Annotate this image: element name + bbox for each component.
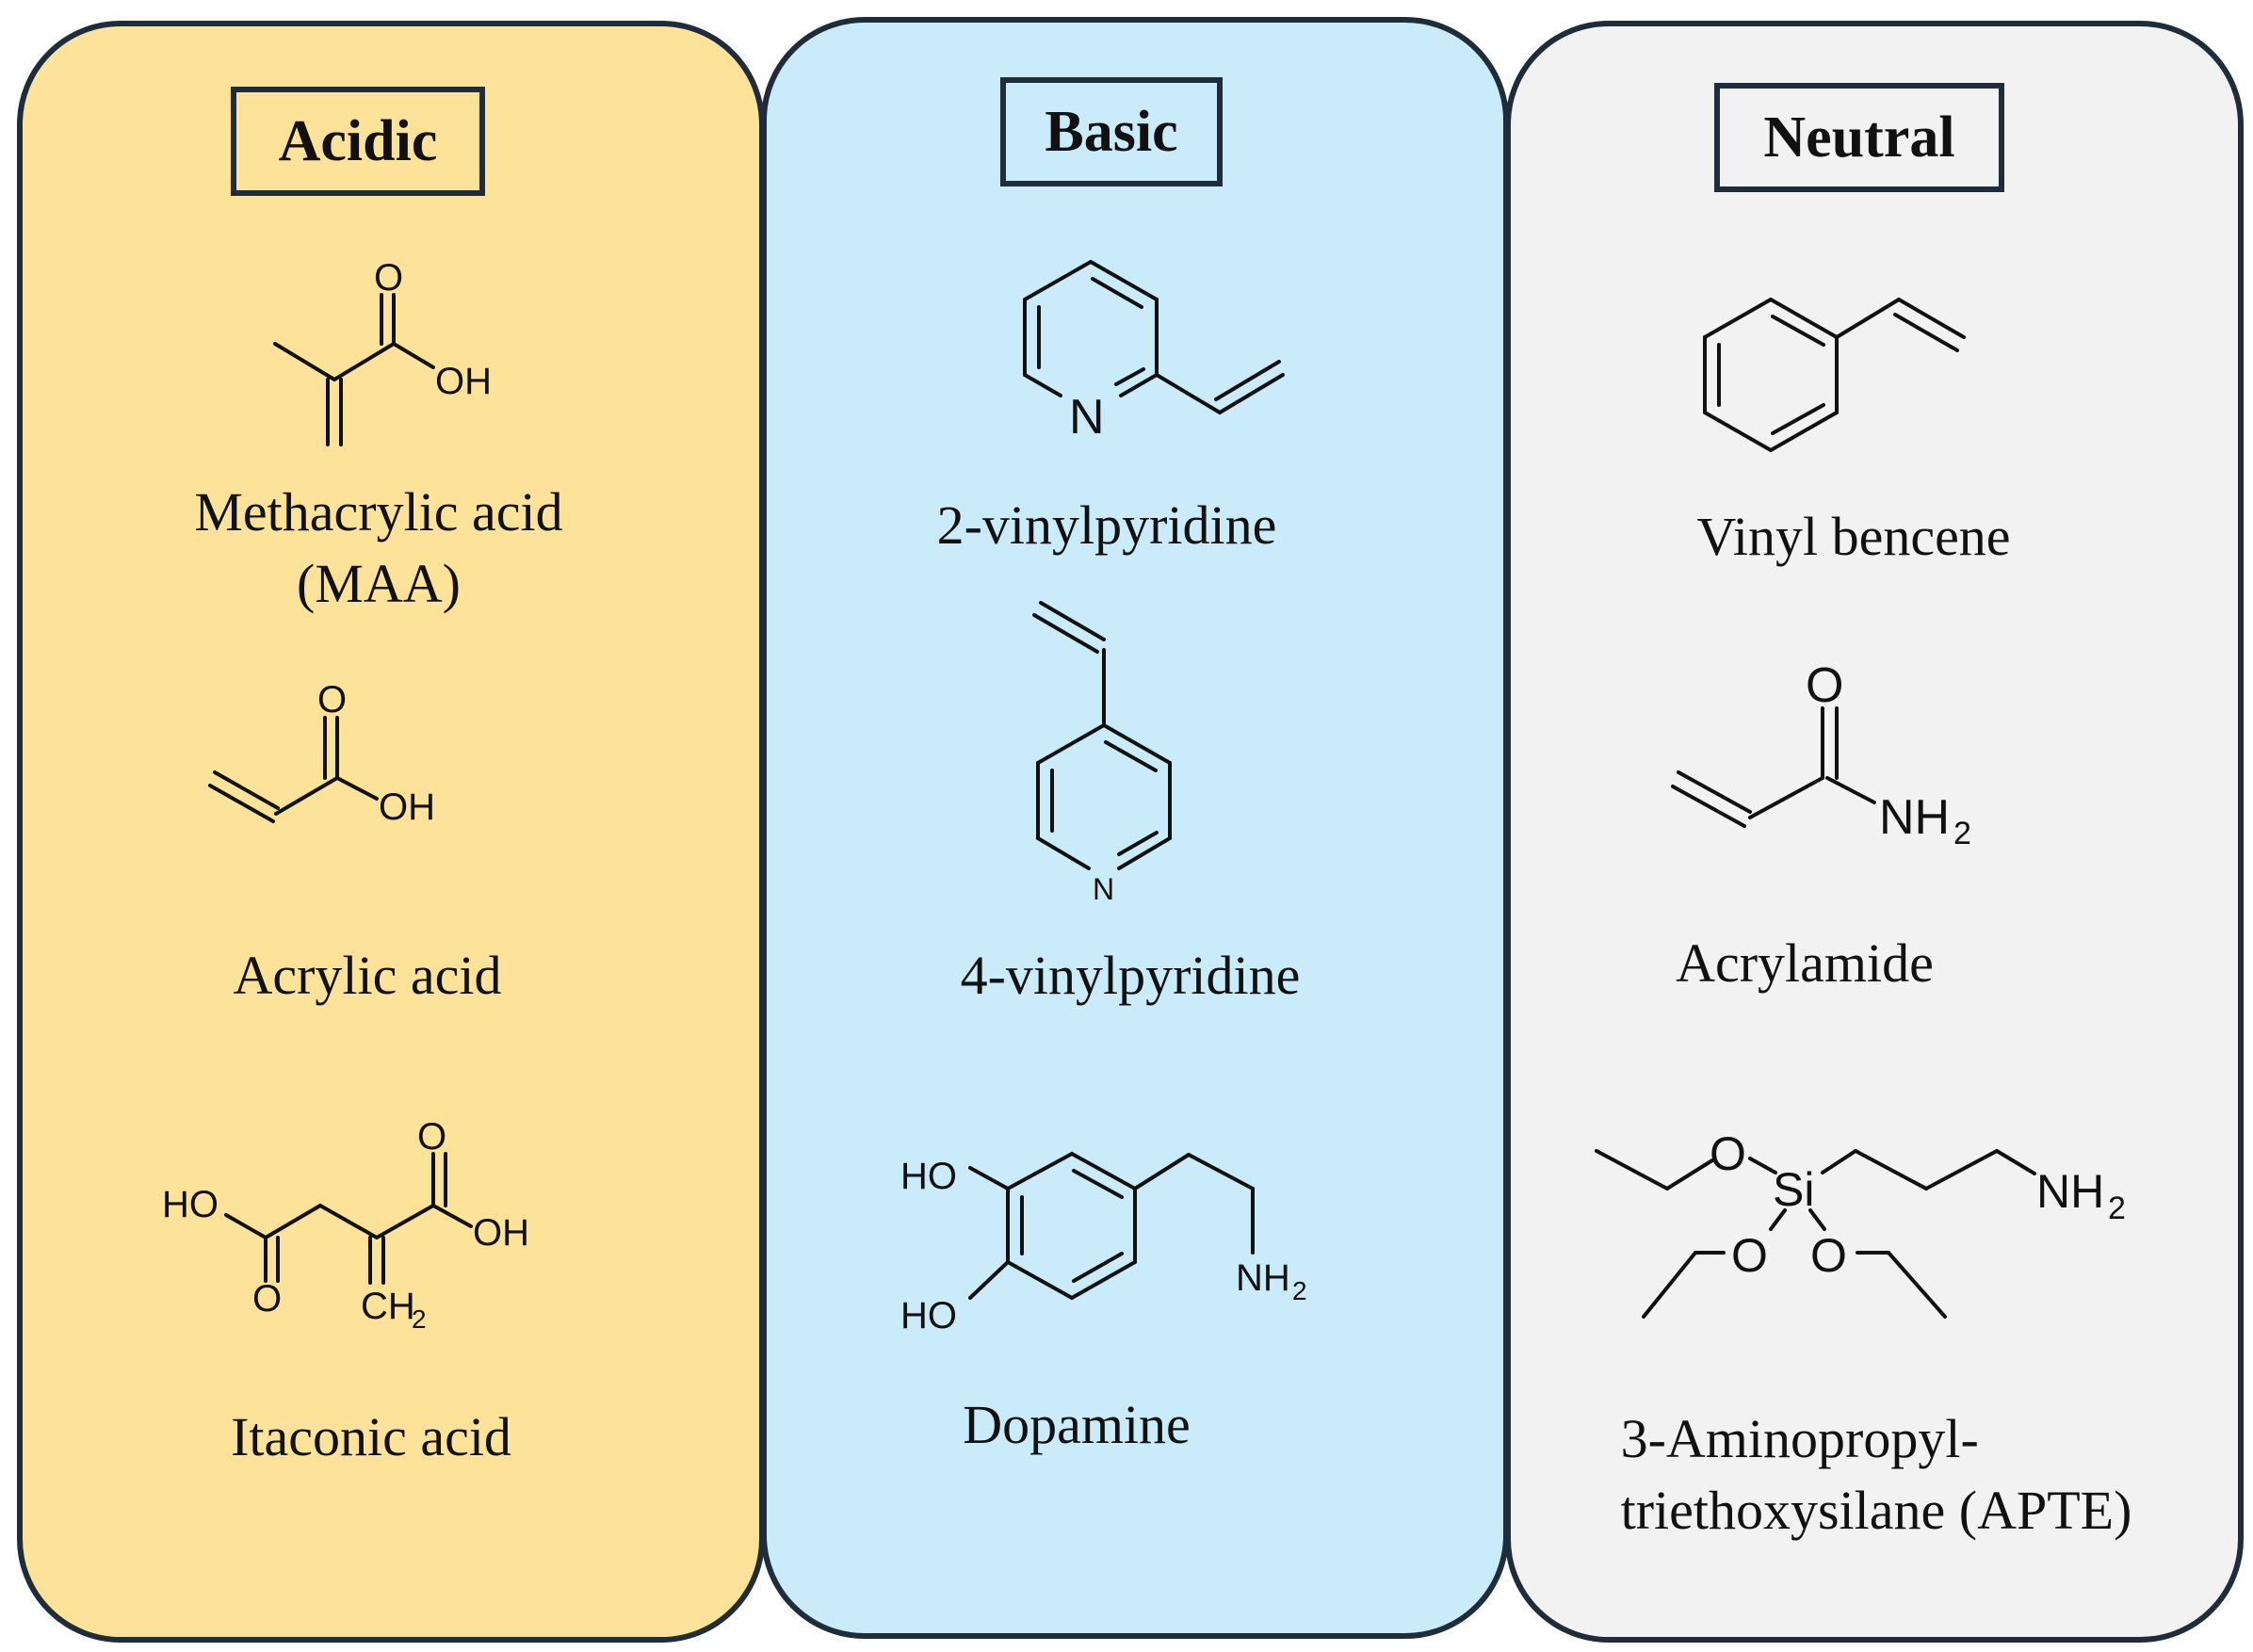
name-vinyl-bencene: Vinyl bencene: [1696, 506, 2011, 567]
svg-text:O: O: [252, 1278, 282, 1320]
name-acrylic-acid: Acrylic acid: [233, 945, 502, 1006]
name-2-vinylpyridine: 2-vinylpyridine: [936, 494, 1277, 556]
svg-text:2: 2: [2108, 1190, 2126, 1226]
svg-text:O: O: [374, 257, 403, 299]
svg-text:HO: HO: [162, 1184, 219, 1225]
name-acrylamide: Acrylamide: [1676, 932, 1934, 994]
structure-vinyl-benzene: [1703, 298, 1966, 452]
name-methacrylic-acid: Methacrylic acid (MAA): [194, 481, 563, 614]
structure-apte: O Si O O NH 2: [1595, 1127, 2126, 1319]
svg-text:N: N: [1069, 390, 1105, 445]
structure-4-vinylpyridine: N: [1032, 601, 1172, 906]
svg-text:NH: NH: [2036, 1165, 2104, 1218]
name-4-vinylpyridine: 4-vinylpyridine: [960, 945, 1301, 1006]
svg-text:O: O: [1710, 1127, 1746, 1180]
svg-text:O: O: [1806, 658, 1843, 713]
svg-text:Si: Si: [1773, 1163, 1814, 1216]
svg-text:OH: OH: [435, 361, 492, 402]
svg-text:O: O: [1731, 1229, 1768, 1282]
svg-text:HO: HO: [900, 1295, 957, 1336]
neutral-header: Neutral: [1714, 83, 2004, 192]
basic-header: Basic: [1000, 77, 1223, 186]
name-itaconic-acid: Itaconic acid: [231, 1406, 511, 1467]
svg-text:NH: NH: [1879, 790, 1950, 845]
structure-acrylic-acid: O OH: [208, 679, 435, 828]
svg-text:OH: OH: [379, 786, 435, 828]
structure-itaconic-acid: HO O O OH CH 2: [162, 1116, 529, 1334]
svg-text:O: O: [417, 1116, 446, 1158]
svg-text:N: N: [1093, 872, 1114, 906]
svg-text:O: O: [317, 679, 347, 721]
svg-text:HO: HO: [900, 1156, 957, 1197]
svg-text:2: 2: [1292, 1276, 1307, 1305]
svg-text:CH: CH: [361, 1286, 415, 1327]
svg-text:OH: OH: [473, 1212, 529, 1254]
svg-text:2: 2: [1953, 816, 1971, 851]
structure-acrylamide: O NH 2: [1671, 658, 1971, 851]
structure-2-vinylpyridine: N: [1023, 260, 1285, 445]
svg-text:2: 2: [412, 1304, 427, 1334]
acidic-header: Acidic: [231, 87, 485, 196]
structure-dopamine: HO HO NH 2: [900, 1152, 1307, 1336]
neutral-panel: [1505, 21, 2244, 1643]
name-apte: 3-Aminopropyl- triethoxysilane (APTE): [1620, 1408, 2132, 1541]
structure-methacrylic-acid: O OH: [273, 257, 492, 446]
svg-text:O: O: [1810, 1229, 1847, 1282]
name-dopamine: Dopamine: [963, 1394, 1191, 1455]
svg-text:NH: NH: [1236, 1257, 1290, 1299]
acidic-panel: [17, 21, 765, 1643]
